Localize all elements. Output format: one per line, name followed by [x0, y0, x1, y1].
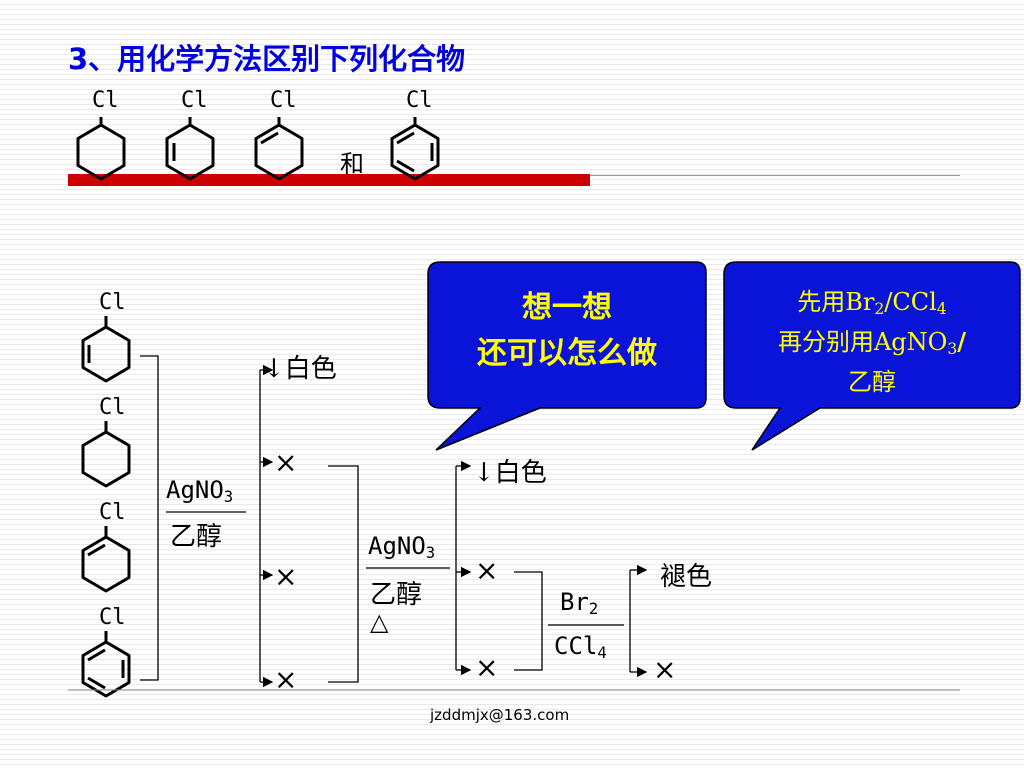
result-none-5: ×: [475, 651, 499, 684]
slide-title: 3、用化学方法区别下列化合物: [68, 42, 466, 76]
result-none-6: ×: [653, 653, 677, 686]
top-chlorobenzene-structure: [390, 117, 440, 181]
result-none-3: ×: [274, 663, 298, 696]
result-none-4: ×: [475, 554, 499, 587]
result-none-1: ×: [274, 446, 298, 479]
reagent1-top: AgNO3: [166, 476, 234, 506]
result-none-2: ×: [274, 560, 298, 593]
red-divider-bar: [68, 174, 590, 186]
top-cyclohexenyl-chloride-2-structure: [254, 117, 304, 181]
cl-label-left-2: Cl: [99, 395, 126, 420]
result-fade: 褪色: [660, 562, 713, 592]
left-chlorobenzene-structure: [81, 631, 131, 698]
bubble2-line3: 乙醇: [848, 368, 896, 396]
bubble2-shape: [723, 261, 1021, 451]
bracket-1: [140, 355, 159, 681]
cl-label-left-4: Cl: [99, 605, 126, 630]
bubble1-line1: 想一想: [522, 290, 612, 325]
bubble2-line1: 先用Br2/CCl4: [797, 288, 947, 318]
bracket-2: [328, 465, 359, 683]
cl-label-top-2: Cl: [181, 88, 208, 113]
bubble1-shape: [427, 261, 707, 451]
top-cyclohexenyl-chloride-1-structure: [165, 117, 215, 181]
cl-label-left-3: Cl: [99, 500, 126, 525]
result-white-ppt-1: ↓白色: [263, 354, 337, 384]
footer-email: jzddmjx@163.com: [430, 706, 570, 724]
top-cyclohexyl-chloride-structure: [76, 117, 126, 181]
bubble1-line2: 还可以怎么做: [477, 336, 657, 371]
heat-symbol: △: [370, 608, 389, 636]
reagent1-bottom: 乙醇: [170, 522, 223, 552]
left-cyclohexyl-chloride-structure: [81, 421, 131, 488]
reagent3-bottom: CCl4: [554, 632, 607, 662]
cl-label-top-4: Cl: [406, 88, 433, 113]
cl-label-top-1: Cl: [92, 88, 119, 113]
cl-label-left-1: Cl: [99, 290, 126, 315]
reagent3-top: Br2: [560, 588, 599, 618]
bubble2-line2: 再分别用AgNO3/: [777, 327, 967, 358]
reagent2-top: AgNO3: [368, 532, 436, 562]
result-white-ppt-2: ↓白色: [473, 458, 547, 488]
divider-line: [590, 175, 960, 176]
left-cyclohexenyl-chloride-1-structure: [81, 316, 131, 383]
reagent2-bottom: 乙醇: [370, 580, 423, 610]
left-cyclohexenyl-chloride-2-structure: [81, 526, 131, 593]
and-text: 和: [340, 150, 364, 178]
cl-label-top-3: Cl: [270, 88, 297, 113]
bracket-3: [514, 571, 543, 671]
